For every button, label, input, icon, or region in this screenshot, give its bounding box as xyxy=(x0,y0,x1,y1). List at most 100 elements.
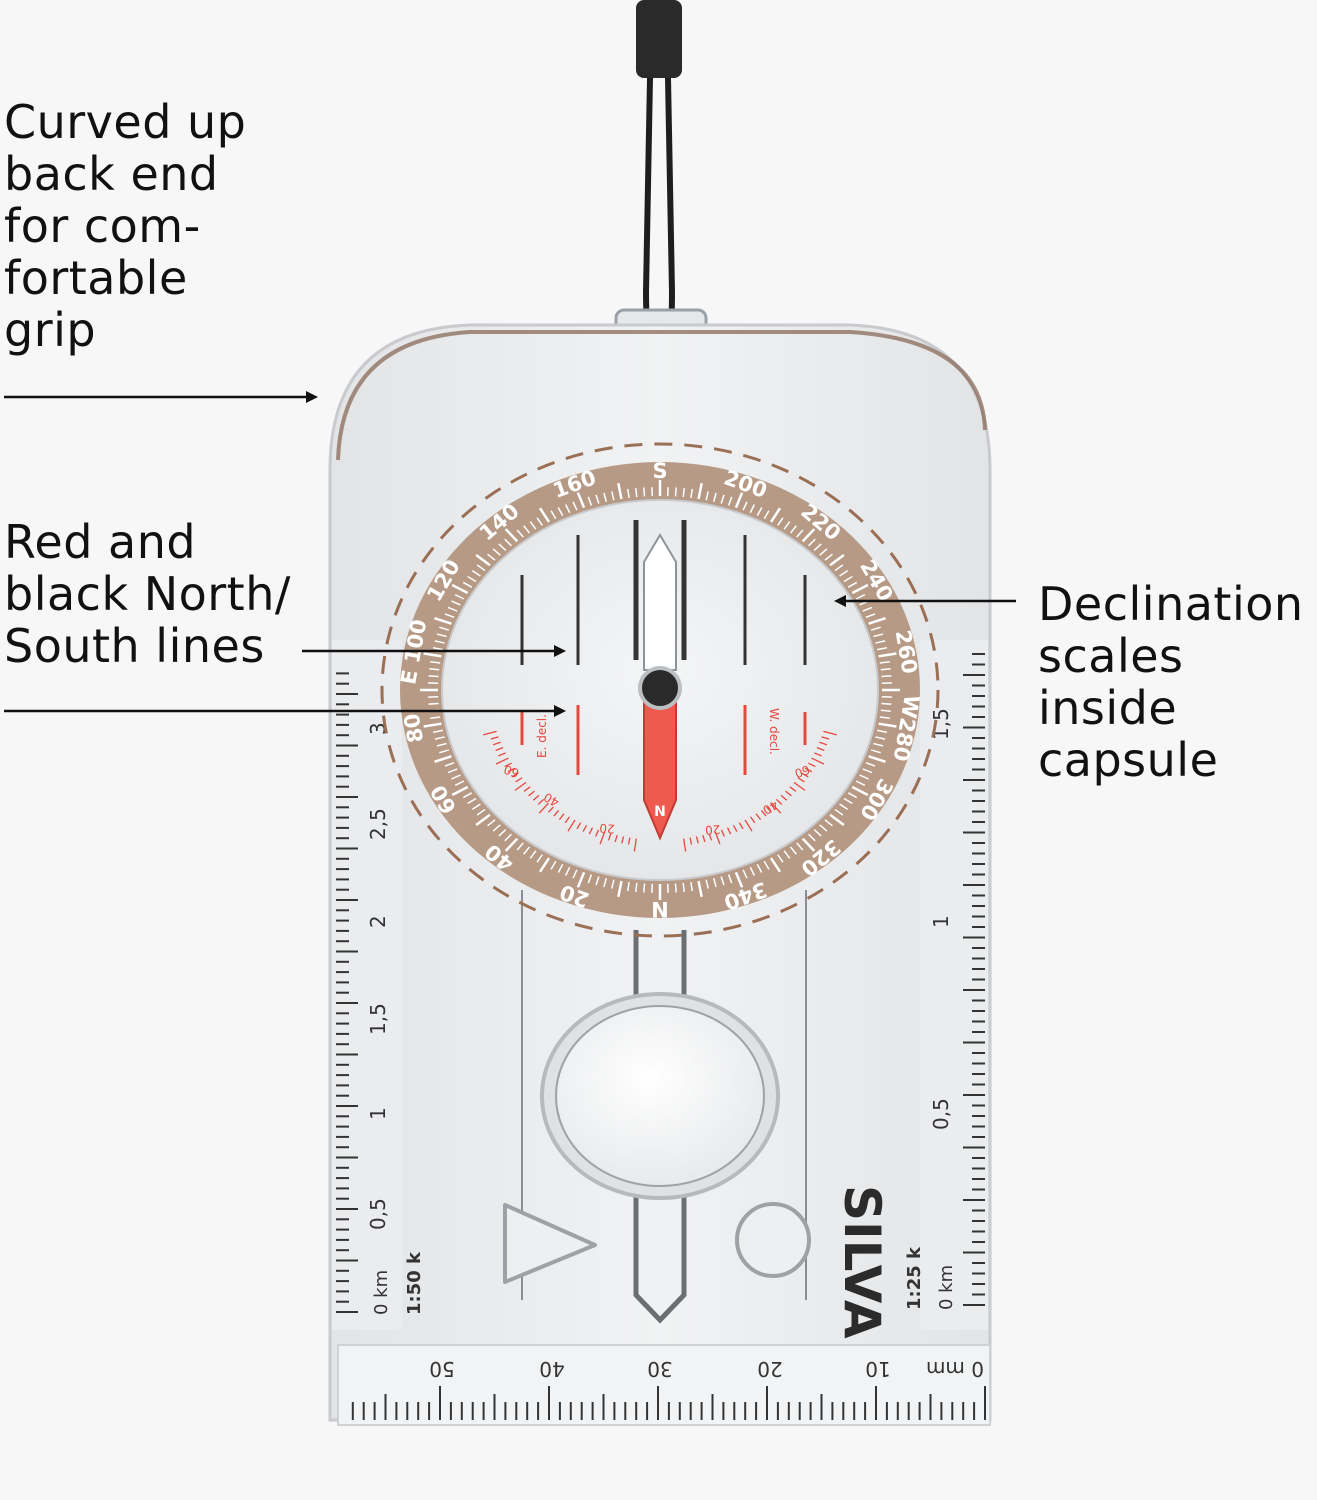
bezel-tick xyxy=(626,881,630,892)
declination-tick xyxy=(780,794,788,801)
declination-tick xyxy=(511,772,519,778)
bezel-tick xyxy=(434,755,452,764)
bezel-tick xyxy=(777,517,784,526)
capsule-internals: E. decl. W. decl. 60 40 20 20 40 60 xyxy=(482,520,838,852)
bezel-tick xyxy=(829,554,845,567)
triangle-cutout-icon xyxy=(503,1203,597,1284)
bezel-tick xyxy=(587,874,593,884)
declination-tick xyxy=(576,822,582,830)
bezel-tick xyxy=(674,883,677,893)
declination-tick xyxy=(614,834,618,843)
bezel-tick xyxy=(550,860,557,870)
bezel-tick xyxy=(742,501,748,511)
bezel-tick xyxy=(430,716,441,719)
declination-tick xyxy=(537,798,545,805)
bezel-tick xyxy=(423,652,442,658)
bezel-tick xyxy=(451,785,469,797)
declination-tick xyxy=(744,819,753,832)
bezel-label: S xyxy=(652,459,667,483)
bezel-tick xyxy=(859,774,869,780)
callout-grip: Curved up back end for com- fortable gri… xyxy=(4,96,246,356)
callout-grip-line: back end xyxy=(4,147,219,201)
bezel-tick xyxy=(436,742,447,747)
left-scale-unit: 0 km xyxy=(371,1270,392,1315)
bezel-tick xyxy=(434,736,445,740)
arrow-black-line xyxy=(302,645,566,657)
declination-tick xyxy=(490,736,499,740)
callout-decl-line: inside xyxy=(1038,681,1178,735)
bezel-tick xyxy=(878,722,897,728)
left-scale-ratio: 1:50 k xyxy=(404,1251,425,1315)
bezel-tick xyxy=(870,626,881,631)
bezel-tick xyxy=(734,871,744,888)
declination-tick xyxy=(482,730,497,736)
compass-needle: N xyxy=(638,533,682,841)
decl-mark: 40 xyxy=(760,797,780,817)
decl-mark: 60 xyxy=(502,762,521,780)
right-scale-unit: 0 km xyxy=(936,1265,957,1310)
bezel-tick xyxy=(868,755,886,764)
bezel-tick xyxy=(617,880,623,898)
bezel-tick xyxy=(851,583,869,595)
bezel-tick xyxy=(635,882,638,892)
bezel-tick xyxy=(727,496,733,506)
bezel-tick xyxy=(777,854,784,863)
declination-tick xyxy=(547,806,554,813)
bezel-tick xyxy=(839,570,849,577)
bezel-tick xyxy=(492,824,501,832)
callout-grip-line: Curved up xyxy=(4,95,247,149)
bezel-tick xyxy=(847,581,858,588)
bezel-tick xyxy=(783,850,791,859)
bezel-tick xyxy=(643,487,646,497)
decl-mark: 20 xyxy=(705,822,721,837)
bezel-tick xyxy=(504,833,512,842)
bezel-tick xyxy=(572,501,578,511)
declination-tick xyxy=(538,802,549,814)
bezel-tick xyxy=(423,722,442,728)
bezel-tick xyxy=(875,736,886,740)
bezel-tick xyxy=(819,548,828,556)
bezel-tick xyxy=(498,543,507,551)
decl-mark: 20 xyxy=(599,821,615,836)
bezel-tick xyxy=(873,633,884,638)
declination-tick xyxy=(582,824,588,832)
bezel-tick xyxy=(451,600,461,606)
bezel-tick xyxy=(475,554,491,567)
bezel-tick xyxy=(529,850,537,859)
bezel-tick xyxy=(808,833,816,842)
callout-lines-line: Red and xyxy=(4,515,197,569)
bezel-tick xyxy=(603,878,608,888)
bezel-tick xyxy=(829,813,845,826)
bezel-tick xyxy=(878,652,897,658)
bezel-tick xyxy=(875,640,886,644)
bezel-tick xyxy=(617,482,623,500)
bezel-tick xyxy=(516,529,524,538)
bezel-tick xyxy=(428,675,439,678)
bezel-tick xyxy=(880,709,891,712)
curved-back-end xyxy=(336,330,987,461)
declination-tick xyxy=(808,762,816,768)
bezel-tick xyxy=(697,880,703,898)
declination-tick xyxy=(588,827,594,835)
bezel-tick xyxy=(564,866,571,876)
needle-north-label: N xyxy=(654,804,666,820)
declination-tick xyxy=(695,836,699,844)
bezel-tick xyxy=(432,647,443,651)
bezel-tick xyxy=(813,829,822,837)
ruler-mark: 30 xyxy=(647,1357,672,1381)
declination-tick xyxy=(689,837,693,845)
bezel-tick xyxy=(467,797,477,805)
callout-grip-line: for com- xyxy=(4,199,201,253)
bezel-tick xyxy=(843,575,853,583)
bezel-tick xyxy=(851,785,869,797)
declination-tick xyxy=(495,757,509,765)
bezel-tick xyxy=(879,716,890,719)
bezel-tick xyxy=(682,488,685,498)
declination-tick xyxy=(507,767,516,773)
bezel-tick xyxy=(595,876,600,886)
declination-tick xyxy=(553,810,560,817)
bezel-tick xyxy=(595,494,600,504)
bezel-tick xyxy=(865,613,876,619)
needle-pivot xyxy=(638,666,682,710)
bezel-tick xyxy=(576,871,586,888)
